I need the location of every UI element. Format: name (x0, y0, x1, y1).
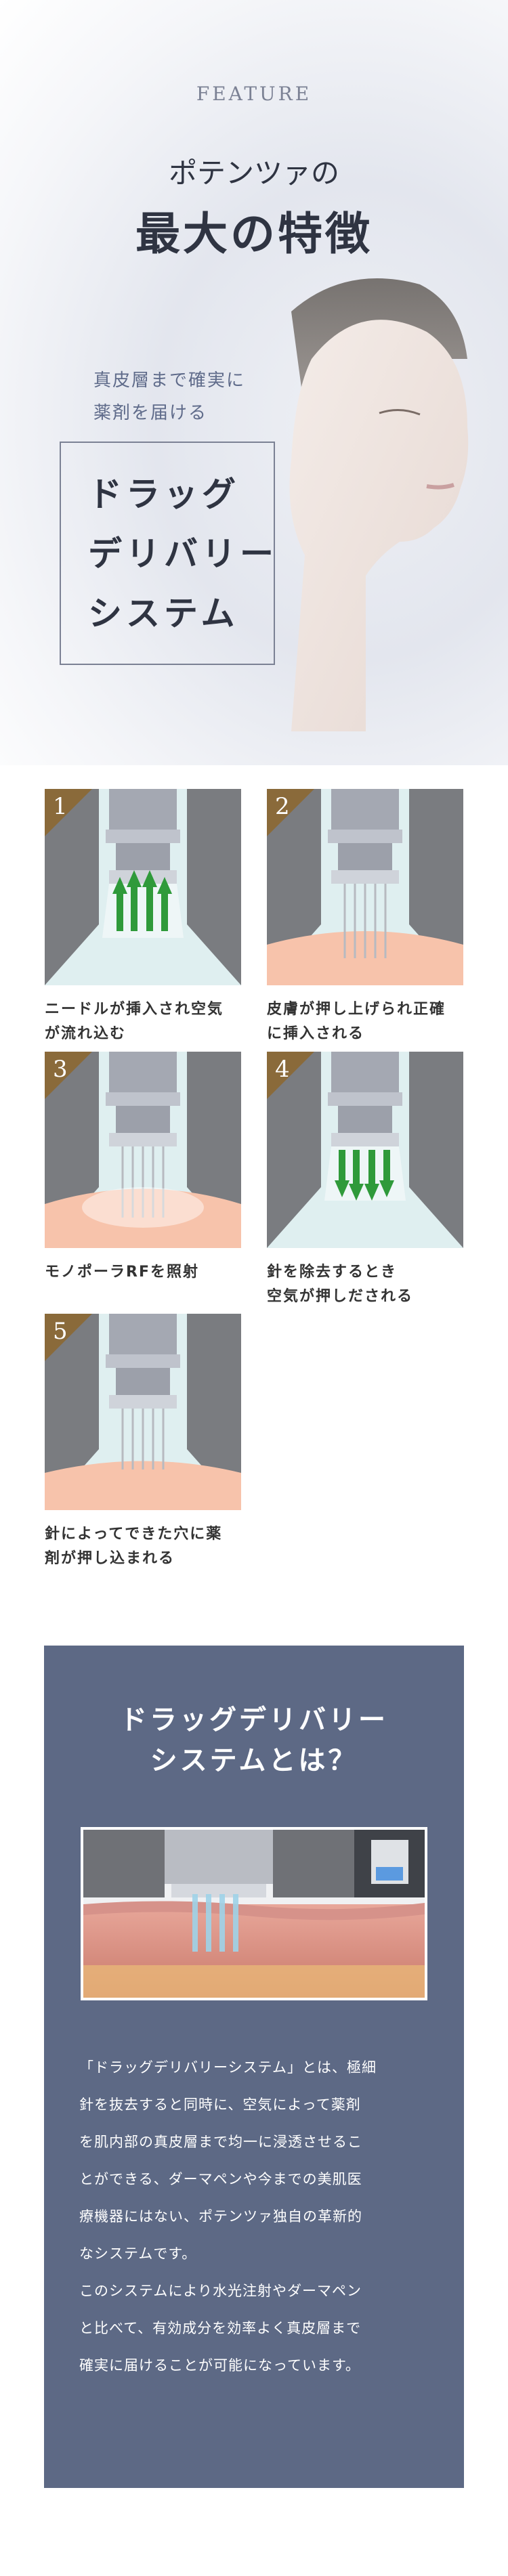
description-line: 確実に届けることが可能になっています。 (79, 2357, 360, 2374)
step-number-badge (45, 1314, 92, 1361)
hero-subtitle: ポテンツァの (168, 156, 339, 190)
step-illustration: 3 (45, 1052, 241, 1248)
drug-delivery-title-line: システムとは？ (150, 1744, 358, 1776)
step-card: 3 モノポーラRFを照射 (45, 1052, 241, 1285)
step-number: 2 (275, 793, 290, 820)
step-caption-line: 剤が押し込まれる (45, 1550, 175, 1567)
step-card: 4 針を除去するとき 空気が押しだされる (267, 1052, 463, 1309)
step-caption-line: 皮膚が押し上げられ正確 (267, 1001, 446, 1018)
description-line: を肌内部の真皮層まで均一に浸透させるこ (79, 2134, 362, 2150)
step-caption: 皮膚が押し上げられ正確 に挿入される (267, 997, 463, 1046)
system-name-line: デリバリー (88, 534, 278, 574)
step-number: 3 (53, 1056, 68, 1083)
step-caption-line: が流れ込む (45, 1025, 127, 1042)
step-caption: モノポーラRFを照射 (45, 1260, 241, 1285)
hero-lead: 真皮層まで確実に 薬剤を届ける (93, 364, 245, 429)
step-caption-line: 針によってできた穴に薬 (45, 1526, 223, 1543)
system-name-line: ドラッグ (88, 474, 240, 514)
description-line: 療機器にはない、ポテンツァ独自の革新的 (79, 2208, 362, 2225)
step-caption-line: に挿入される (267, 1025, 365, 1042)
step-caption-line: 空気が押しだされる (267, 1288, 414, 1305)
drug-delivery-title-line: ドラッグデリバリー (120, 1704, 388, 1736)
step-caption-line: 針を除去するとき (267, 1264, 398, 1281)
step-number: 1 (53, 793, 68, 820)
step-illustration: 5 (45, 1314, 241, 1510)
step-number-badge (45, 789, 92, 836)
step-card: 1 ニードルが挿入され空気 が流れ込む (45, 789, 241, 1046)
skin-cross-section-image (81, 1827, 427, 2000)
drug-delivery-section: ドラッグデリバリー システムとは？ (44, 1646, 464, 2488)
step-caption: ニードルが挿入され空気 が流れ込む (45, 997, 241, 1046)
feature-label: FEATURE (196, 83, 312, 105)
description-line: とができる、ダーマペンや今までの美肌医 (79, 2171, 362, 2187)
step-card: 5 針によってできた穴に薬 剤が押し込まれる (45, 1314, 241, 1571)
hero-title: 最大の特徴 (135, 207, 373, 260)
step-card: 2 皮膚が押し上げられ正確 に挿入される (267, 789, 463, 1046)
system-name-box: ドラッグ デリバリー システム (60, 442, 275, 665)
step-number: 5 (53, 1318, 68, 1345)
step-illustration: 1 (45, 789, 241, 985)
hero-lead-line: 薬剤を届ける (93, 403, 208, 423)
description-line: なシステムです。 (79, 2246, 197, 2262)
description-line: このシステムにより水光注射やダーマペン (79, 2283, 362, 2299)
system-name-line: システム (88, 593, 239, 633)
step-caption-line: ニードルが挿入され空気 (45, 1001, 224, 1018)
drug-delivery-title: ドラッグデリバリー システムとは？ (44, 1700, 464, 1781)
step-number-badge (267, 1052, 314, 1099)
description-line: 針を抜去すると同時に、空気によって薬剤 (79, 2097, 361, 2113)
description-line: と比べて、有効成分を効率よく真皮層まで (79, 2320, 362, 2336)
step-caption: 針によってできた穴に薬 剤が押し込まれる (45, 1522, 241, 1571)
step-caption-line: モノポーラRFを照射 (45, 1264, 199, 1281)
description-line: 「ドラッグデリバリーシステム」とは、極細 (79, 2059, 377, 2076)
model-face-image (289, 278, 469, 731)
step-number: 4 (275, 1056, 290, 1083)
step-caption: 針を除去するとき 空気が押しだされる (267, 1260, 463, 1309)
step-number-badge (45, 1052, 92, 1099)
hero-lead-line: 真皮層まで確実に (93, 370, 246, 391)
drug-delivery-description: 「ドラッグデリバリーシステム」とは、極細 針を抜去すると同時に、空気によって薬剤… (79, 2049, 431, 2384)
hero-section: FEATURE ポテンツァの 最大の特徴 真皮層まで確実に 薬剤を届ける ドラッ… (0, 0, 508, 765)
step-number-badge (267, 789, 314, 836)
step-illustration: 4 (267, 1052, 463, 1248)
step-illustration: 2 (267, 789, 463, 985)
